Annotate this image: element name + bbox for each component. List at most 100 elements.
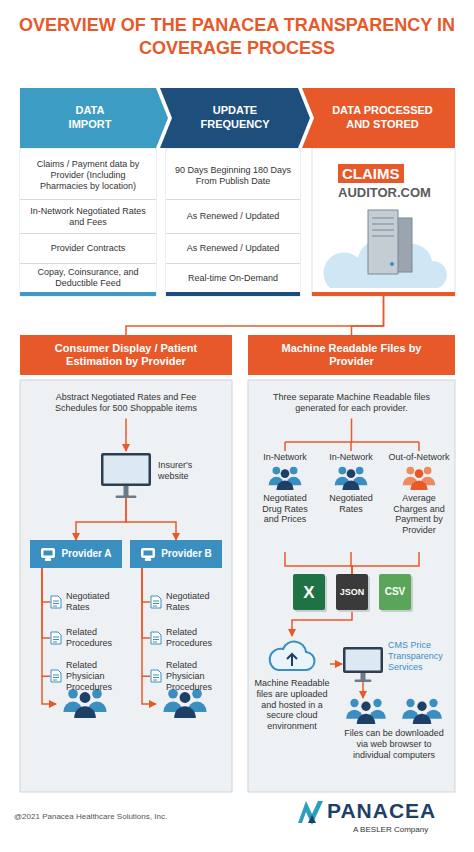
item-text: Provider Contracts (51, 243, 126, 254)
connector (142, 568, 150, 602)
connector (42, 568, 50, 638)
cloud-upload: Machine Readable files are uploaded and … (254, 636, 330, 732)
header-text: DATA IMPORT (55, 104, 125, 132)
leader-line (125, 419, 127, 452)
header-text: Machine Readable Files by Provider (258, 342, 445, 368)
copyright-note: @2021 Panacea Healthcare Solutions, Inc. (14, 812, 167, 821)
provider-text: Provider B (161, 548, 212, 560)
file-type-text: X (303, 584, 314, 601)
document-text: Negotiated Rates (66, 591, 122, 613)
logo-text: CLAIMS (338, 164, 404, 183)
column-panel (20, 148, 156, 296)
source-item: In-Network Negotiated Rates and Fees (20, 200, 156, 234)
header-text: UPDATE FREQUENCY (194, 104, 276, 132)
document-item: Negotiated Rates (150, 588, 222, 616)
frequency-item: 90 Days Beginning 180 Days From Publish … (166, 152, 300, 200)
section-panel: Abstract Negotiated Rates and Fee Schedu… (20, 380, 232, 792)
connector (292, 610, 352, 636)
logo-wordmark: PANACEA (327, 799, 436, 823)
connector (362, 682, 364, 698)
server-cloud-illustration (312, 206, 455, 290)
item-text: Real-time On-Demand (188, 273, 278, 284)
section-panel (20, 380, 232, 792)
monitor-icon (100, 452, 152, 498)
cloud-text: Machine Readable files are uploaded and … (254, 678, 330, 732)
frequency-item: As Renewed / Updated (166, 234, 300, 264)
document-item: Related Procedures (150, 624, 222, 652)
download-group: Files can be downloaded via web browser … (340, 698, 448, 760)
diagram-title: OVERVIEW OF THE PANACEA TRANSPARENCY IN … (12, 14, 462, 61)
document-text: Related Procedures (66, 627, 122, 649)
column-text: Negotiated Drug Rates and Prices (254, 493, 316, 525)
document-icon (50, 631, 62, 645)
section-header: Consumer Display / Patient Estimation by… (20, 335, 232, 375)
column-text: Average Charges and Payment by Provider (388, 493, 450, 536)
cloud-upload-icon (266, 636, 318, 674)
source-item: Claims / Payment data by Provider (Inclu… (20, 152, 156, 200)
file-type-column: In-NetworkNegotiated Drug Rates and Pric… (254, 452, 316, 552)
document-item: Related Physician Procedures (150, 660, 222, 692)
logo-text: AUDITOR.COM (338, 186, 431, 201)
column-heading: In-Network (329, 452, 373, 463)
column-bar (20, 292, 156, 296)
panel-text: Three separate Machine Readable files ge… (264, 392, 439, 415)
item-text: In-Network Negotiated Rates and Fees (28, 206, 148, 228)
provider-box: Provider A (30, 540, 122, 568)
monitor-label: Insurer's website (158, 460, 222, 482)
csv-file-icon: CSV (379, 574, 411, 610)
item-text: Claims / Payment data by Provider (Inclu… (28, 159, 148, 191)
document-text: Negotiated Rates (166, 591, 222, 613)
panel-text: Abstract Negotiated Rates and Fee Schedu… (36, 392, 216, 415)
header-text: DATA PROCESSED AND STORED (328, 104, 438, 132)
file-type-text: CSV (385, 587, 406, 597)
network-people-icon (401, 466, 437, 490)
network-people-icon (333, 466, 369, 490)
item-text: Copay, Coinsurance, and Deductible Feed (28, 267, 148, 289)
provider-text: Provider A (61, 548, 111, 560)
cms-monitor: CMS Price Transparency Services (342, 646, 384, 682)
document-icon (50, 669, 62, 683)
connector (352, 292, 384, 335)
column-panel (312, 148, 455, 296)
connector (330, 663, 342, 665)
connector (285, 552, 352, 574)
column-bar (166, 292, 300, 296)
connector (126, 498, 176, 540)
item-text: As Renewed / Updated (187, 243, 280, 254)
logo-mark (308, 815, 316, 823)
column-heading: Out-of-Network (388, 452, 449, 463)
document-text: Related Physician Procedures (166, 660, 222, 692)
connector (142, 568, 150, 676)
people-icon (163, 689, 206, 718)
document-item: Negotiated Rates (50, 588, 122, 616)
header-chevron: DATA PROCESSED AND STORED (302, 88, 455, 148)
json-file-icon: JSON (336, 574, 368, 610)
frequency-item: As Renewed / Updated (166, 200, 300, 234)
connector (76, 498, 126, 540)
connector (42, 568, 50, 676)
frequency-item: Real-time On-Demand (166, 264, 300, 292)
document-icon (150, 595, 162, 609)
storage-box: CLAIMS AUDITOR.COM (312, 152, 455, 292)
monitor-icon (140, 547, 156, 561)
connector (42, 568, 50, 602)
document-icon (150, 631, 162, 645)
header-chevron: UPDATE FREQUENCY (160, 88, 310, 148)
file-type-text: JSON (340, 588, 365, 597)
item-text: 90 Days Beginning 180 Days From Publish … (174, 165, 292, 187)
leader-line (285, 419, 419, 452)
document-text: Related Physician Procedures (66, 660, 122, 692)
website-monitor: Insurer's website (100, 452, 152, 498)
document-item: Related Procedures (50, 624, 122, 652)
file-type-column: In-NetworkNegotiated Rates (320, 452, 382, 552)
section-header: Machine Readable Files by Provider (248, 335, 455, 375)
item-text: As Renewed / Updated (187, 211, 280, 222)
column-panel (166, 148, 300, 296)
monitor-icon (40, 547, 56, 561)
connector (126, 292, 384, 335)
download-text: Files can be downloaded via web browser … (340, 728, 448, 760)
document-text: Related Procedures (166, 627, 222, 649)
header-text: Consumer Display / Patient Estimation by… (30, 342, 222, 368)
header-chevron: DATA IMPORT (20, 88, 168, 148)
